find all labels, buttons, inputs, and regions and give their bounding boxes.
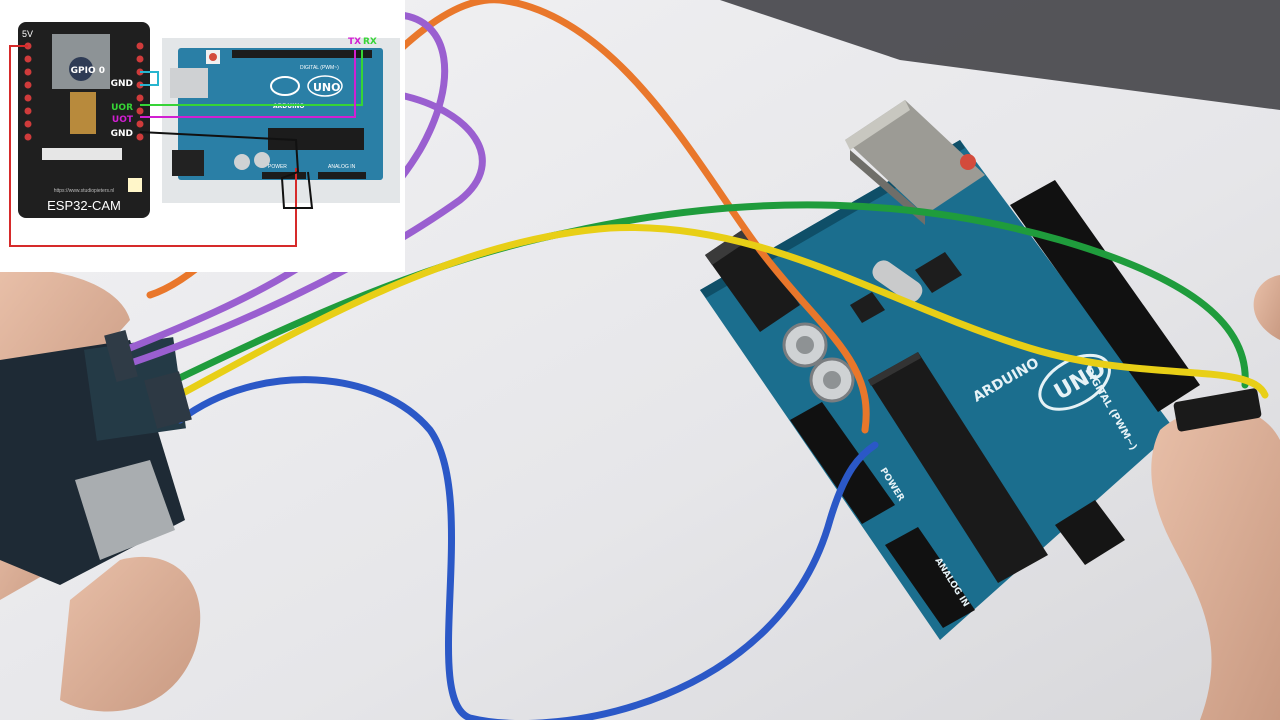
arduino-diagram-board bbox=[178, 48, 383, 180]
small-chip bbox=[915, 252, 962, 293]
label-rx: RX bbox=[363, 37, 377, 47]
background-shadow bbox=[720, 0, 1280, 110]
arduino-diagram-analog-header bbox=[318, 172, 366, 179]
label-tx: TX bbox=[348, 37, 361, 47]
wire-purple bbox=[121, 91, 486, 369]
dupont-housings-left bbox=[104, 329, 192, 429]
analog-header bbox=[885, 527, 975, 628]
usb-connector bbox=[845, 100, 985, 225]
diagram-wire-gnd bbox=[139, 131, 314, 209]
pin-label-uor: UOR bbox=[111, 103, 133, 113]
pin-label-gnd-bottom: GND bbox=[111, 129, 133, 139]
crystal-oscillator bbox=[872, 260, 923, 303]
esp32-chip bbox=[70, 92, 96, 134]
esp32-cam-module-photo bbox=[0, 337, 186, 585]
pin-label-gnd-top: GND bbox=[111, 79, 133, 89]
ribbon-connector bbox=[42, 148, 122, 160]
diagram-wire-tx bbox=[140, 50, 356, 118]
pin-label-5v: 5V bbox=[22, 29, 33, 39]
arduino-uno-diagram: ARDUINO UNO DIGITAL (PWM~) POWER ANALOG … bbox=[162, 37, 400, 203]
flash-led bbox=[128, 178, 142, 192]
arduino-diagram-header-power: POWER bbox=[268, 164, 287, 170]
arduino-diagram-header-digital: DIGITAL (PWM~) bbox=[300, 65, 339, 71]
pin-label-gpio0: GPIO 0 bbox=[71, 66, 105, 76]
icsp-header bbox=[1055, 500, 1125, 565]
diagram-wire-rx bbox=[140, 50, 363, 106]
diagram-wire-5v bbox=[9, 45, 297, 247]
jumper-connectors-right bbox=[1173, 388, 1262, 432]
right-hand bbox=[1151, 275, 1280, 720]
wiring-diagram-inset: 5V GPIO 0 GND UOR UOT GND https://www.st… bbox=[0, 0, 405, 272]
arduino-diagram-power-header bbox=[262, 172, 306, 179]
arduino-diagram-brand: ARDUINO bbox=[273, 103, 304, 110]
esp32-pins-left bbox=[24, 42, 32, 141]
esp32-cam-diagram: 5V GPIO 0 GND UOR UOT GND https://www.st… bbox=[18, 22, 150, 218]
atmega-chip bbox=[868, 352, 1048, 583]
esp32-url: https://www.studiopieters.nl bbox=[54, 188, 115, 194]
esp32-shield bbox=[75, 460, 175, 560]
wire-green bbox=[161, 201, 1249, 389]
power-jack bbox=[705, 228, 800, 332]
esp32-pins-right bbox=[136, 42, 144, 141]
pin-label-uot: UOT bbox=[112, 115, 134, 125]
arduino-diagram-header-analog: ANALOG IN bbox=[328, 164, 356, 170]
small-chip bbox=[850, 292, 885, 323]
esp32-title: ESP32-CAM bbox=[47, 198, 121, 213]
reset-button bbox=[960, 154, 976, 170]
diagram-wire-gpio0 bbox=[140, 71, 159, 86]
wire-yellow bbox=[166, 223, 1269, 404]
arduino-diagram-usb bbox=[170, 68, 208, 98]
arduino-diagram-power-jack bbox=[172, 150, 204, 176]
jumper-wires bbox=[121, 0, 1269, 720]
camera-lens bbox=[69, 57, 93, 81]
diagram-wires bbox=[9, 45, 363, 247]
arduino-diagram-model: UNO bbox=[313, 81, 341, 94]
power-header bbox=[790, 402, 895, 524]
wire-blue bbox=[176, 376, 879, 720]
arduino-diagram-digital-header bbox=[232, 50, 372, 58]
arduino-diagram-chip bbox=[268, 128, 364, 150]
